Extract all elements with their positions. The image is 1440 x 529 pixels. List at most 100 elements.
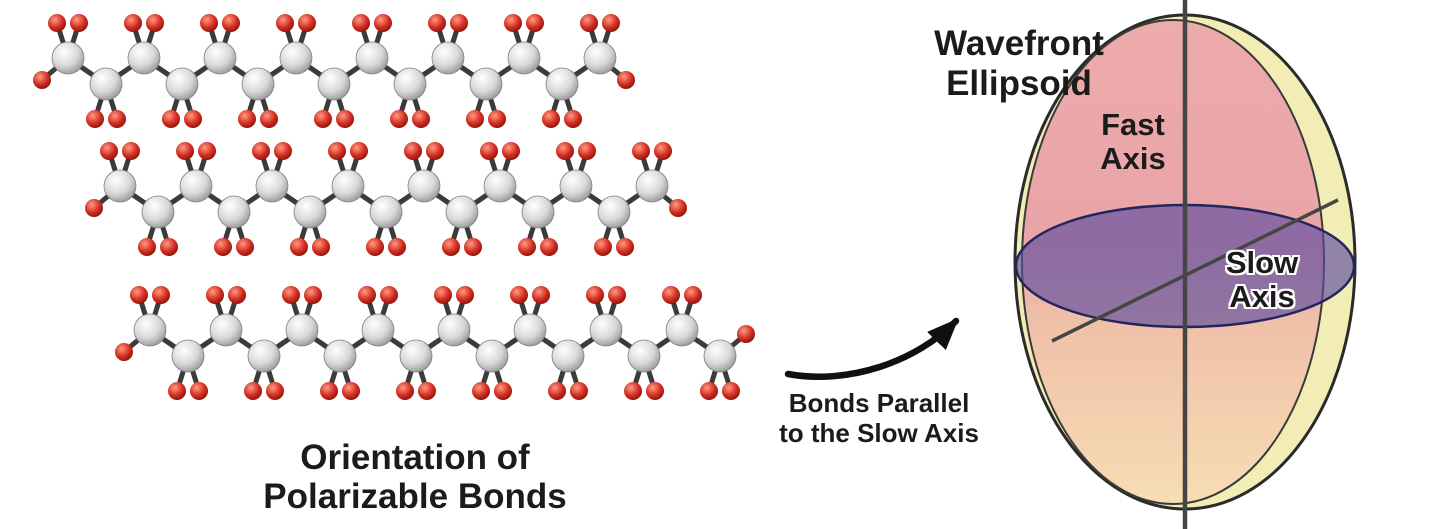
- substituent-atom: [152, 286, 170, 304]
- fast-axis-label: Fast Axis: [1100, 108, 1165, 176]
- substituent-atom: [366, 238, 384, 256]
- substituent-atom: [594, 238, 612, 256]
- orientation-label-line2: Polarizable Bonds: [263, 477, 567, 516]
- carbon-atom: [51, 41, 85, 75]
- substituent-atom: [70, 14, 88, 32]
- substituent-atom: [722, 382, 740, 400]
- slow-axis-label: Slow Axis: [1226, 246, 1298, 314]
- substituent-atom: [586, 286, 604, 304]
- substituent-atom: [504, 14, 522, 32]
- substituent-atom: [312, 238, 330, 256]
- carbon-atom: [279, 41, 313, 75]
- polymer-chain-row: [115, 286, 755, 400]
- carbon-atom: [635, 169, 669, 203]
- carbon-atom: [513, 313, 547, 347]
- substituent-atom: [700, 382, 718, 400]
- substituent-atom: [404, 142, 422, 160]
- substituent-atom: [304, 286, 322, 304]
- arrow-caption: Bonds Parallel to the Slow Axis: [779, 388, 979, 448]
- substituent-atom: [314, 110, 332, 128]
- carbon-atom: [127, 41, 161, 75]
- carbon-atom: [483, 169, 517, 203]
- carbon-atom: [355, 41, 389, 75]
- substituent-atom: [510, 286, 528, 304]
- slow-axis-line: [1051, 198, 1339, 343]
- carbon-atom: [293, 195, 327, 229]
- substituent-atom: [124, 14, 142, 32]
- substituent-atom: [358, 286, 376, 304]
- carbon-atom: [431, 41, 465, 75]
- curved-arrow: [784, 317, 960, 380]
- substituent-atom: [168, 382, 186, 400]
- substituent-atom: [85, 199, 103, 217]
- substituent-atom: [328, 142, 346, 160]
- substituent-atom: [662, 286, 680, 304]
- slow-axis-label-line2: Axis: [1229, 279, 1295, 314]
- substituent-atom: [412, 110, 430, 128]
- substituent-atom: [100, 142, 118, 160]
- orientation-label: Orientation of Polarizable Bonds: [263, 438, 566, 516]
- carbon-atom: [323, 339, 357, 373]
- substituent-atom: [48, 14, 66, 32]
- substituent-atom: [542, 110, 560, 128]
- carbon-atom: [141, 195, 175, 229]
- substituent-atom: [190, 382, 208, 400]
- substituent-atom: [532, 286, 550, 304]
- substituent-atom: [526, 14, 544, 32]
- substituent-atom: [252, 142, 270, 160]
- carbon-atom: [589, 313, 623, 347]
- substituent-atom: [184, 110, 202, 128]
- substituent-atom: [669, 199, 687, 217]
- carbon-atom: [393, 67, 427, 101]
- substituent-atom: [396, 382, 414, 400]
- substituent-atom: [654, 142, 672, 160]
- substituent-atom: [160, 238, 178, 256]
- carbon-atom: [703, 339, 737, 373]
- substituent-atom: [464, 238, 482, 256]
- carbon-atom: [521, 195, 555, 229]
- carbon-atom: [203, 41, 237, 75]
- carbon-atom: [89, 67, 123, 101]
- substituent-atom: [276, 14, 294, 32]
- carbon-atom: [475, 339, 509, 373]
- substituent-atom: [616, 238, 634, 256]
- fast-axis-label-line1: Fast: [1101, 107, 1165, 142]
- arrow-caption-line2: to the Slow Axis: [779, 418, 979, 448]
- polymer-chain-row: [85, 142, 687, 256]
- substituent-atom: [282, 286, 300, 304]
- substituent-atom: [390, 110, 408, 128]
- substituent-atom: [238, 110, 256, 128]
- carbon-atom: [507, 41, 541, 75]
- substituent-atom: [428, 14, 446, 32]
- substituent-atom: [336, 110, 354, 128]
- substituent-atom: [320, 382, 338, 400]
- substituent-atom: [434, 286, 452, 304]
- substituent-atom: [456, 286, 474, 304]
- substituent-atom: [518, 238, 536, 256]
- carbon-atom: [399, 339, 433, 373]
- substituent-atom: [122, 142, 140, 160]
- substituent-atom: [617, 71, 635, 89]
- substituent-atom: [442, 238, 460, 256]
- substituent-atom: [108, 110, 126, 128]
- carbon-atom: [469, 67, 503, 101]
- carbon-atom: [597, 195, 631, 229]
- ellipsoid-title-line1: Wavefront: [934, 24, 1104, 63]
- substituent-atom: [578, 142, 596, 160]
- substituent-atom: [244, 382, 262, 400]
- substituent-atom: [214, 238, 232, 256]
- carbon-atom: [179, 169, 213, 203]
- substituent-atom: [298, 14, 316, 32]
- substituent-atom: [130, 286, 148, 304]
- substituent-atom: [466, 110, 484, 128]
- substituent-atom: [602, 14, 620, 32]
- fast-axis-label-line2: Axis: [1100, 141, 1166, 176]
- carbon-atom: [545, 67, 579, 101]
- substituent-atom: [380, 286, 398, 304]
- carbon-atom: [165, 67, 199, 101]
- carbon-atom: [407, 169, 441, 203]
- substituent-atom: [350, 142, 368, 160]
- substituent-atom: [198, 142, 216, 160]
